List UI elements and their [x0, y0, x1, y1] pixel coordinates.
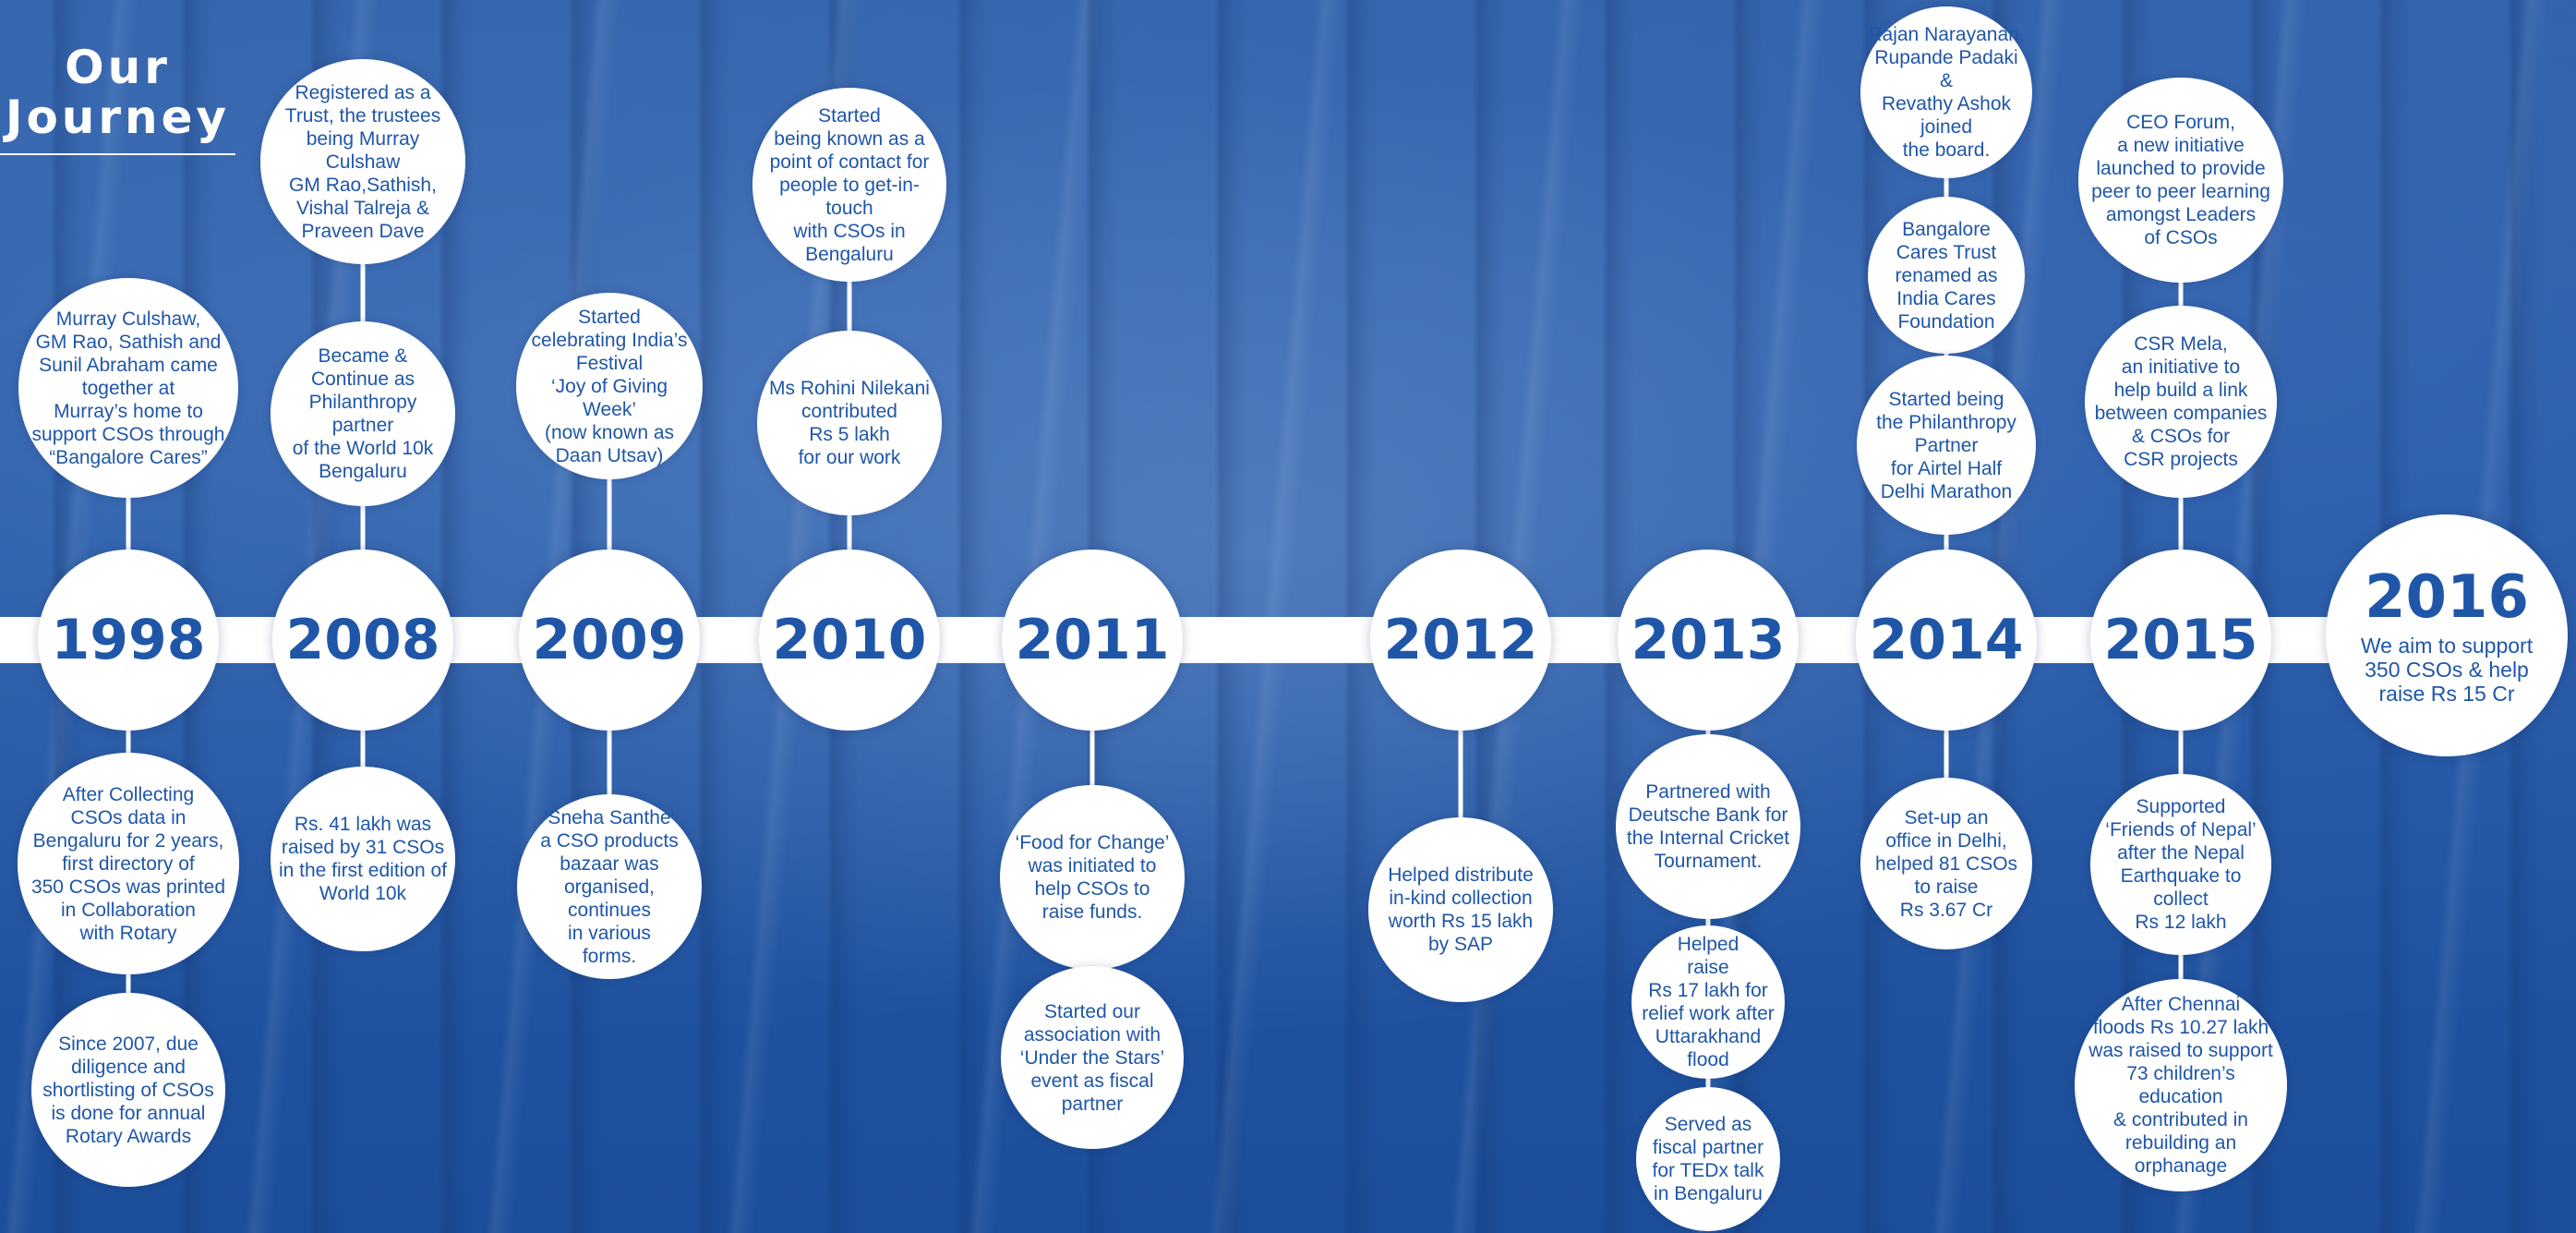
event-2015-chennai-floods: After Chennai floods Rs 10.27 lakh was r… — [2075, 979, 2287, 1191]
event-1998-bangalore-cares: Murray Culshaw, GM Rao, Sathish and Suni… — [18, 278, 238, 498]
title-line-our: Our — [65, 41, 171, 94]
year-label: 2013 — [1631, 608, 1786, 672]
event-2013-deutsche-bank: Partnered with Deutsche Bank for the Int… — [1616, 734, 1800, 919]
goal-text: We aim to support 350 CSOs & help raise … — [2360, 634, 2534, 706]
event-text: After Collecting CSOs data in Bengaluru … — [30, 783, 226, 944]
event-2014-airtel-marathon: Started being the Philanthropy Partner f… — [1857, 356, 2036, 535]
connector-2009-top — [607, 369, 612, 637]
year-label: 2015 — [2103, 608, 2258, 672]
event-text: Started being the Philanthropy Partner f… — [1876, 388, 2016, 502]
event-text: Ms Rohini Nilekani contributed Rs 5 lakh… — [769, 378, 930, 468]
connector-2009-bottom — [607, 647, 612, 914]
year-node-2013: 2013 — [1618, 550, 1799, 731]
event-text: ‘Food for Change’ was initiated to help … — [1015, 832, 1170, 923]
event-text: After Chennai floods Rs 10.27 lakh was r… — [2088, 994, 2273, 1177]
event-2012-sap-collection: Helped distribute in-kind collection wor… — [1368, 817, 1553, 1002]
event-1998-first-directory: After Collecting CSOs data in Bengaluru … — [18, 753, 239, 974]
event-2014-board-joined: Rajan Narayanan, Rupande Padaki & Revath… — [1860, 6, 2032, 178]
event-text: Started our association with ‘Under the … — [1019, 1000, 1165, 1115]
year-node-1998: 1998 — [38, 550, 219, 731]
year-label: 2010 — [772, 608, 927, 672]
year-label: 2009 — [532, 608, 687, 672]
year-node-2011: 2011 — [1002, 550, 1183, 731]
event-2009-joy-of-giving: Started celebrating India’s Festival ‘Jo… — [516, 293, 703, 479]
year-node-2015: 2015 — [2090, 550, 2271, 731]
year-node-2009: 2009 — [519, 550, 700, 731]
year-label: 2014 — [1869, 608, 2024, 672]
event-text: Set-up an office in Delhi, helped 81 CSO… — [1874, 806, 2018, 921]
connector-2014-bottom — [1944, 647, 1949, 868]
event-text: Partnered with Deutsche Bank for the Int… — [1626, 781, 1790, 872]
event-1998-rotary-awards: Since 2007, due diligence and shortlisti… — [31, 993, 225, 1187]
connector-2008-bottom — [360, 647, 366, 859]
event-text: Since 2007, due diligence and shortlisti… — [42, 1033, 214, 1147]
title-underline — [0, 153, 235, 155]
year-label: 2008 — [285, 608, 440, 672]
year-label: 2011 — [1015, 608, 1170, 672]
title-line-journey: Journey — [5, 91, 231, 144]
event-text: Murray Culshaw, GM Rao, Sathish and Suni… — [31, 308, 225, 468]
event-text: Rs. 41 lakh was raised by 31 CSOs in the… — [278, 814, 448, 904]
event-2010-point-of-contact: Started being known as a point of contac… — [752, 88, 946, 282]
event-2014-renamed-india-cares: Bangalore Cares Trust renamed as India C… — [1868, 197, 2025, 354]
year-node-2010: 2010 — [759, 550, 940, 731]
page-title: Our Journey — [0, 42, 235, 142]
year-node-2014: 2014 — [1856, 550, 2037, 731]
connector-1998-top — [126, 388, 131, 656]
year-label: 2016 — [2364, 563, 2530, 632]
connector-2012-bottom — [1458, 647, 1463, 905]
event-text: Registered as a Trust, the trustees bein… — [284, 81, 441, 242]
year-node-2016-goal: 2016 We aim to support 350 CSOs & help r… — [2326, 514, 2568, 756]
event-2015-csr-mela: CSR Mela, an initiative to help build a … — [2085, 306, 2277, 498]
event-text: Bangalore Cares Trust renamed as India C… — [1895, 218, 1998, 332]
event-text: Started celebrating India’s Festival ‘Jo… — [531, 306, 688, 466]
event-2013-tedx: Served as fiscal partner for TEDx talk i… — [1636, 1087, 1780, 1231]
event-2015-ceo-forum: CEO Forum, a new initiative launched to … — [2078, 78, 2283, 283]
event-text: ‘Sneha Santhe’ a CSO products bazaar was… — [540, 806, 679, 967]
event-2015-friends-of-nepal: Supported ‘Friends of Nepal’ after the N… — [2090, 774, 2271, 955]
event-2008-world-10k: Rs. 41 lakh was raised by 31 CSOs in the… — [271, 767, 455, 951]
event-2011-under-the-stars: Started our association with ‘Under the … — [1001, 966, 1184, 1149]
event-text: CEO Forum, a new initiative launched to … — [2091, 112, 2270, 248]
event-text: Became & Continue as Philanthropy partne… — [292, 345, 434, 482]
event-2009-sneha-santhe: ‘Sneha Santhe’ a CSO products bazaar was… — [517, 794, 702, 979]
event-text: Supported ‘Friends of Nepal’ after the N… — [2105, 796, 2257, 933]
event-text: CSR Mela, an initiative to help build a … — [2094, 333, 2268, 470]
event-2008-philanthropy-partner: Became & Continue as Philanthropy partne… — [271, 321, 455, 506]
year-label: 1998 — [51, 608, 206, 672]
event-2013-uttarakhand-relief: Helped raise Rs 17 lakh for relief work … — [1631, 925, 1785, 1079]
event-text: Served as fiscal partner for TEDx talk i… — [1652, 1114, 1764, 1204]
event-text: Rajan Narayanan, Rupande Padaki & Revath… — [1868, 24, 2025, 161]
year-node-2012: 2012 — [1370, 550, 1551, 731]
event-text: Started being known as a point of contac… — [769, 104, 930, 265]
event-2008-registered-trust: Registered as a Trust, the trustees bein… — [260, 59, 465, 264]
event-2010-rohini-nilekani: Ms Rohini Nilekani contributed Rs 5 lakh… — [757, 331, 942, 515]
event-2011-food-for-change: ‘Food for Change’ was initiated to help … — [1000, 785, 1185, 970]
year-label: 2012 — [1383, 608, 1538, 672]
year-node-2008: 2008 — [272, 550, 453, 731]
event-2014-delhi-office: Set-up an office in Delhi, helped 81 CSO… — [1860, 778, 2032, 949]
event-text: Helped distribute in-kind collection wor… — [1388, 864, 1534, 955]
event-text: Helped raise Rs 17 lakh for relief work … — [1642, 934, 1775, 1070]
